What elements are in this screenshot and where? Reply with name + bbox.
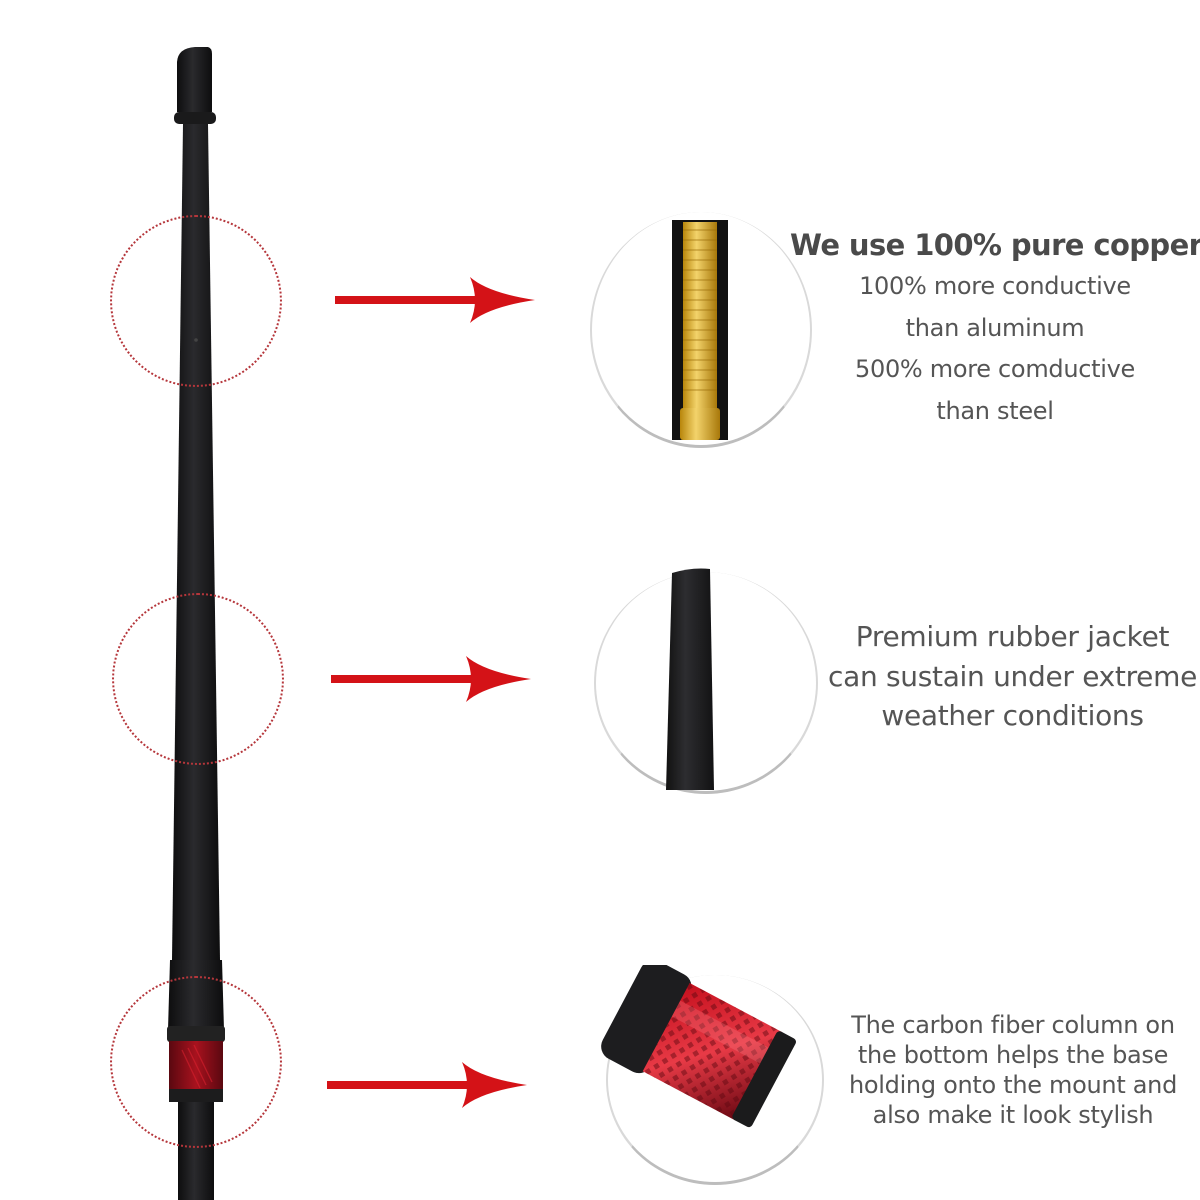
detail-circle-frame bbox=[606, 975, 824, 1185]
feature-line: weather conditions bbox=[881, 699, 1144, 732]
feature-line: Premium rubber jacket bbox=[855, 620, 1170, 653]
rubber-jacket-closeup bbox=[666, 568, 714, 790]
feature-text-carbon: The carbon fiber column on the bottom he… bbox=[838, 1010, 1188, 1130]
highlight-circle-rubber bbox=[112, 593, 284, 765]
feature-line: holding onto the mount and bbox=[848, 1071, 1178, 1099]
feature-text-copper: We use 100% pure copper 100% more conduc… bbox=[790, 228, 1200, 432]
feature-line: can sustain under extreme bbox=[828, 659, 1197, 693]
feature-line: than aluminum bbox=[905, 313, 1085, 342]
highlight-circle-carbon bbox=[110, 976, 282, 1148]
detail-circle-frame bbox=[594, 572, 818, 794]
arrow-right-icon bbox=[331, 656, 531, 702]
feature-line: also make it look stylish bbox=[872, 1101, 1154, 1129]
carbon-fiber-base-closeup bbox=[601, 965, 796, 1128]
feature-line: than steel bbox=[936, 396, 1054, 425]
highlight-circle-copper bbox=[110, 215, 282, 387]
copper-thread-closeup bbox=[672, 220, 728, 440]
feature-line: 100% more conductive bbox=[859, 272, 1131, 300]
feature-title: We use 100% pure copper bbox=[790, 228, 1200, 262]
detail-circle-frame bbox=[590, 212, 812, 448]
feature-line: The carbon fiber column on bbox=[851, 1011, 1175, 1039]
arrow-right-icon bbox=[335, 277, 535, 323]
feature-text-rubber: Premium rubber jacket can sustain under … bbox=[825, 617, 1200, 736]
arrow-right-icon bbox=[327, 1062, 527, 1108]
feature-line: 500% more comductive bbox=[855, 355, 1135, 383]
feature-line: the bottom helps the base bbox=[857, 1041, 1169, 1069]
